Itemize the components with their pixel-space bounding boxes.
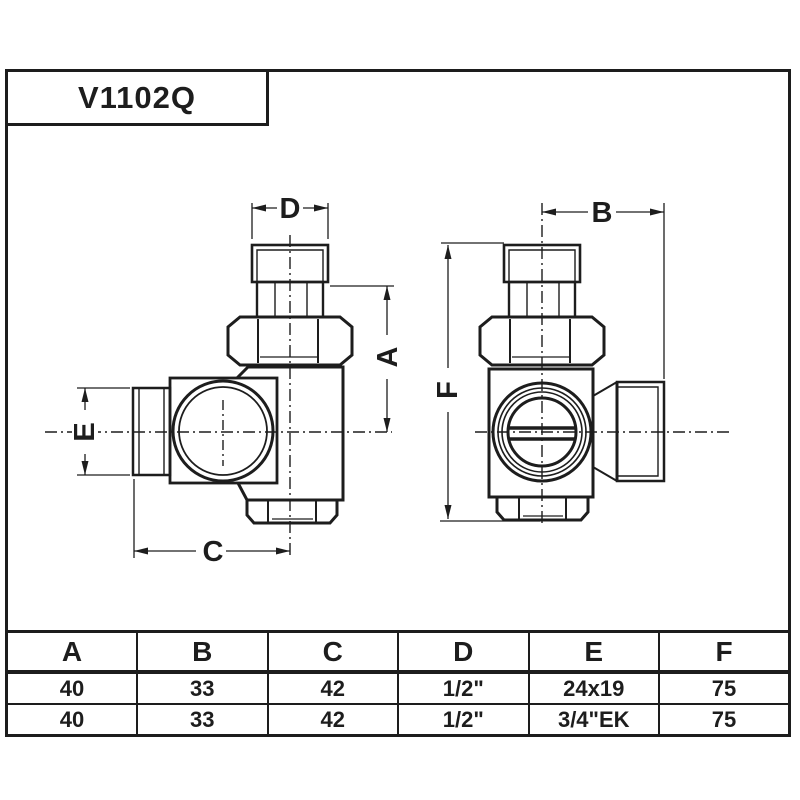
- hex-nut: [226, 315, 354, 367]
- dimensions-table: A B C D E F 40 33 42 1/2" 24x19 75 40 33…: [5, 630, 791, 737]
- dim-label-f: F: [432, 381, 464, 399]
- cell-d2: 1/2": [397, 703, 530, 737]
- port-housing: [168, 376, 279, 485]
- valve-body: [235, 365, 345, 502]
- bottom-hex: [495, 495, 590, 522]
- cell-f1: 75: [658, 671, 791, 705]
- cell-e2: 3/4"EK: [527, 703, 660, 737]
- table-header-f: F: [658, 630, 791, 674]
- cell-a1: 40: [5, 671, 138, 705]
- cell-b2: 33: [136, 703, 269, 737]
- part-number: V1102Q: [77, 79, 197, 115]
- cell-d1: 1/2": [397, 671, 530, 705]
- table-header-b: B: [136, 630, 269, 674]
- table-header-row: A B C D E F: [5, 630, 791, 674]
- dim-label-b: B: [592, 197, 613, 229]
- cell-e1: 24x19: [527, 671, 660, 705]
- dim-label-c: C: [203, 536, 224, 568]
- table-header-d: D: [397, 630, 530, 674]
- dimensions-side: [440, 203, 665, 522]
- table-row-variant-2: 40 33 42 1/2" 3/4"EK 75: [5, 703, 791, 737]
- dim-label-a: A: [372, 346, 404, 367]
- dimension-arrows-front: [81, 204, 391, 555]
- table-header-c: C: [266, 630, 399, 674]
- cell-c2: 42: [266, 703, 399, 737]
- valve-view-side: [475, 203, 732, 527]
- cell-a2: 40: [5, 703, 138, 737]
- cell-c1: 42: [266, 671, 399, 705]
- table-header-e: E: [527, 630, 660, 674]
- dim-label-d: D: [280, 193, 301, 225]
- table-header-a: A: [5, 630, 138, 674]
- bore-circle-inner: [178, 386, 268, 476]
- valve-view-front: [45, 235, 392, 555]
- dim-label-e: E: [69, 422, 101, 441]
- table-row-variant-1: 40 33 42 1/2" 24x19 75: [5, 671, 791, 705]
- cell-f2: 75: [658, 703, 791, 737]
- bore-circle-outer: [171, 379, 275, 483]
- dimension-arrows-side: [444, 208, 664, 519]
- port-fillets: [592, 381, 618, 482]
- hex-nut: [478, 315, 606, 367]
- title-box: V1102Q: [5, 69, 269, 126]
- cell-b1: 33: [136, 671, 269, 705]
- bottom-hex: [245, 498, 339, 525]
- dimensions-front: [77, 203, 394, 558]
